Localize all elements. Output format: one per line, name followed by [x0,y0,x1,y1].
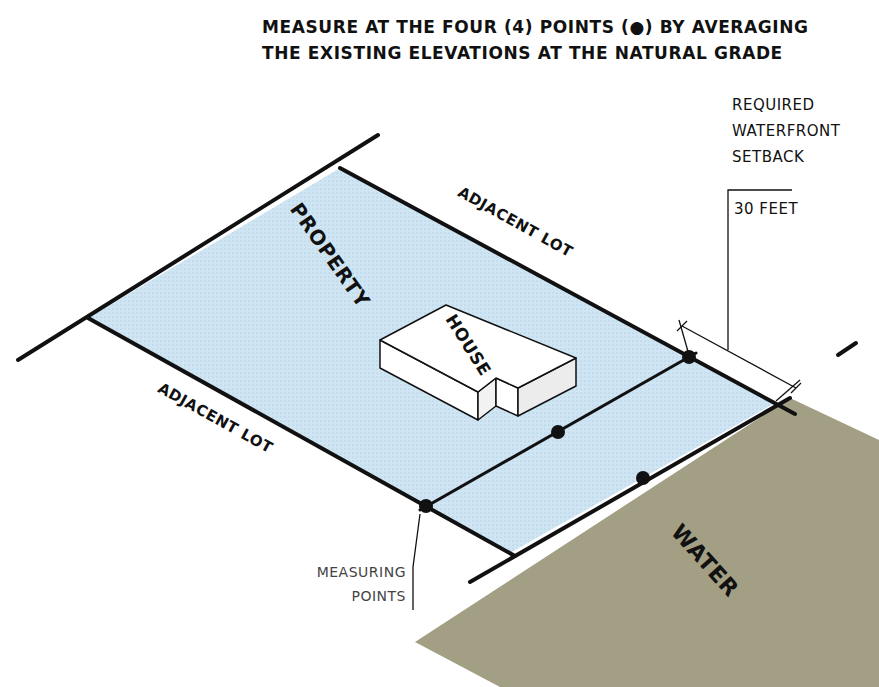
dimension-tick [791,383,801,393]
waterfront-line-extension [838,343,856,355]
title-note: MEASURE AT THE FOUR (4) POINTS (●) BY AV… [262,14,822,66]
setback-note: REQUIRED WATERFRONT SETBACK [732,92,872,170]
measuring-point [419,499,433,513]
measuring-point [636,471,650,485]
house-roof [380,305,576,392]
water-fill [415,398,879,687]
measuring-point [682,350,696,364]
measuring-leader [413,514,420,610]
measuring-point [551,425,565,439]
dimension-tick [677,321,687,331]
callout-label: MEASURING POINTS [270,560,406,608]
extension-line [679,320,689,355]
house-block: HOUSE [378,300,580,425]
dimension-value: 30 FEET [734,200,798,218]
